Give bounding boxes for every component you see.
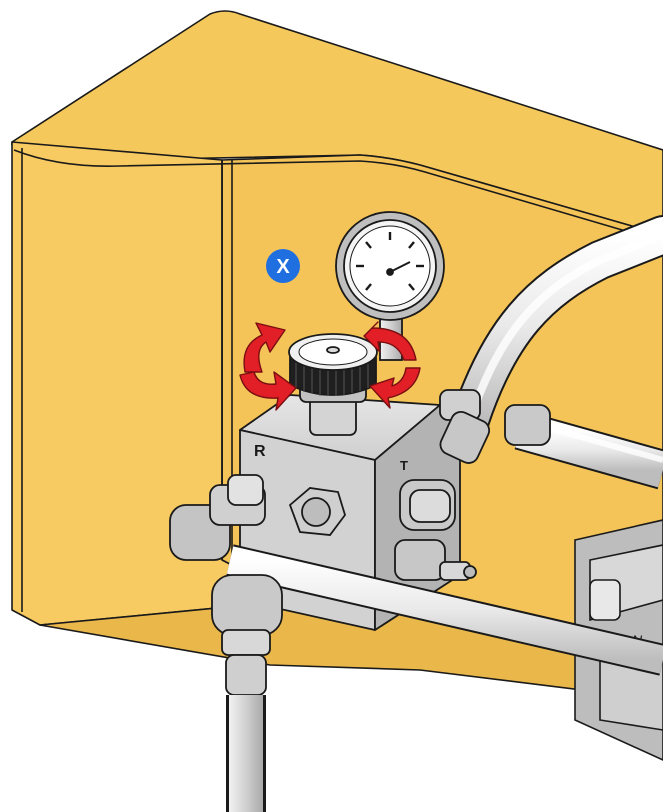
hydraulic-hose-down: [226, 695, 266, 812]
port-label-t: T: [400, 458, 408, 473]
hex-fitting-right: [400, 480, 455, 530]
callout-label: X: [276, 256, 290, 278]
callout-marker: X: [266, 249, 300, 283]
port-label-r: R: [254, 443, 266, 460]
